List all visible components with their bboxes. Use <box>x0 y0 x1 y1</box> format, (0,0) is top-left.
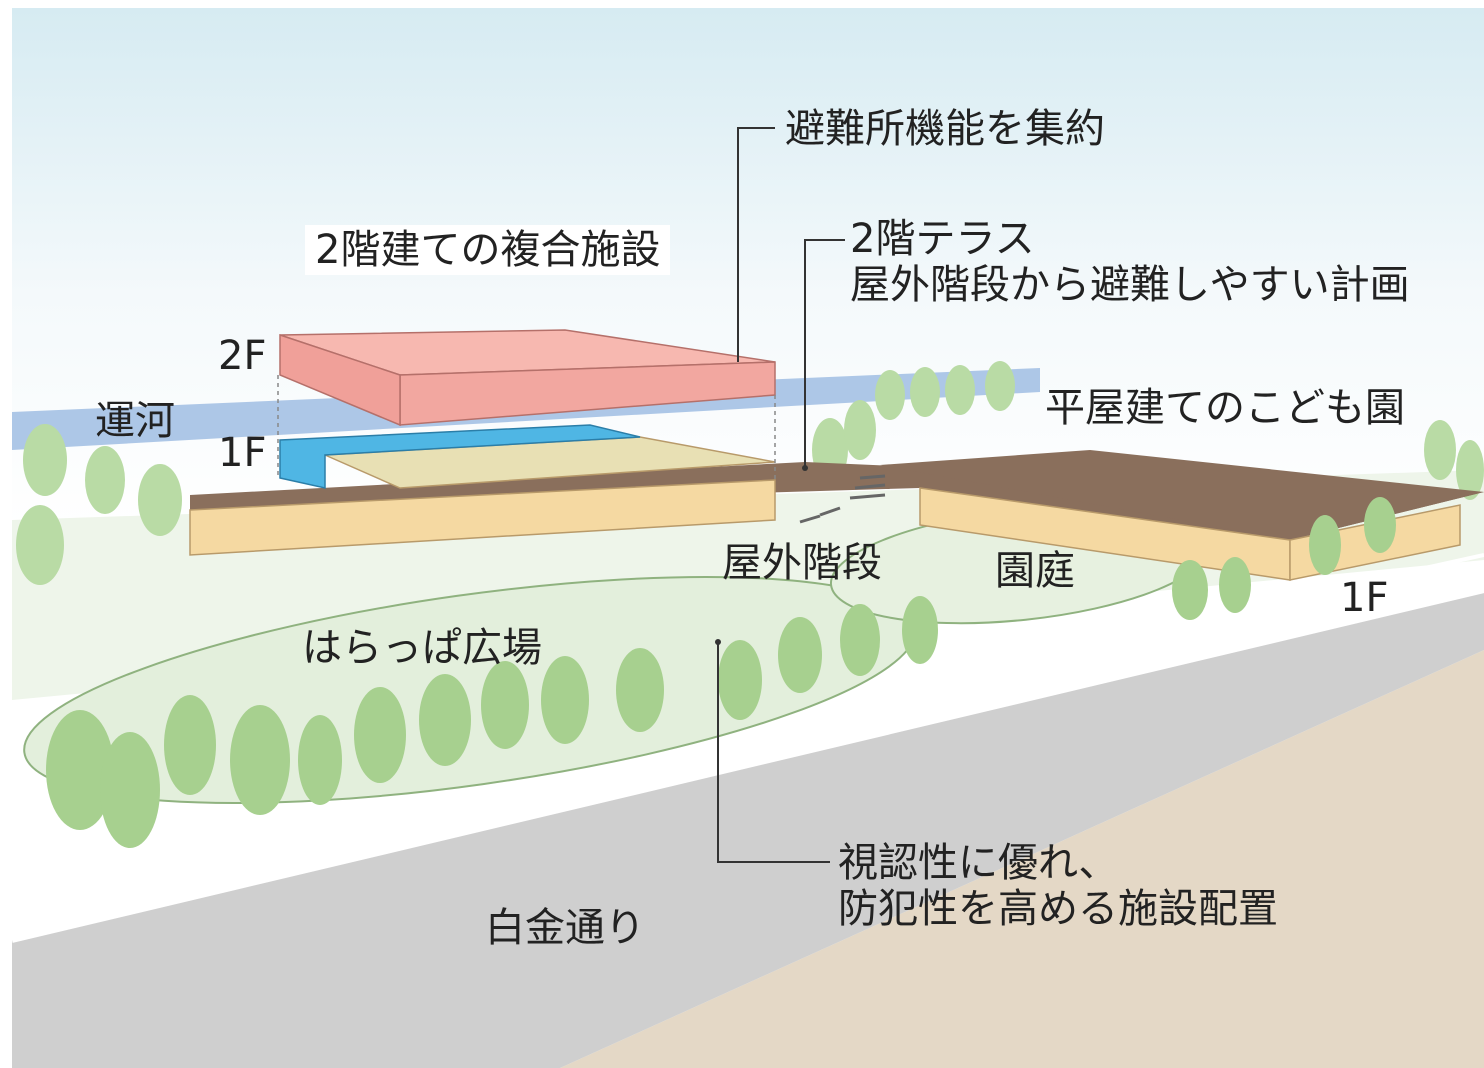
complex-1f-blue <box>279 424 641 489</box>
label-nursery: 平屋建てのこども園 <box>1045 385 1405 431</box>
label-terrace-line2: 屋外階段から避難しやすい計画 <box>850 262 1410 308</box>
label-visibility-line2: 防犯性を高める施設配置 <box>838 886 1278 932</box>
outdoor-stairs-graphic <box>799 474 886 524</box>
street-road <box>12 590 1484 1068</box>
leader-shelter <box>737 127 775 362</box>
leader-visibility <box>717 642 830 863</box>
leader-dot-visibility <box>715 639 721 645</box>
tree-row-front <box>46 497 1396 848</box>
label-shelter-function: 避難所機能を集約 <box>785 106 1105 152</box>
label-open-plaza: はらっぱ広場 <box>302 625 542 671</box>
label-garden: 園庭 <box>995 548 1075 594</box>
label-street: 白金通り <box>485 905 645 951</box>
leader-dot-terrace <box>802 465 808 471</box>
leader-terrace <box>804 239 845 470</box>
leader-lines <box>717 127 845 863</box>
tree-row-back <box>16 361 1484 585</box>
label-floor-2f: 2F <box>218 333 267 379</box>
label-floor-1f-right: 1F <box>1340 575 1389 621</box>
sky-background <box>12 8 1484 528</box>
label-terrace: 2階テラス 屋外階段から避難しやすい計画 <box>850 216 1410 308</box>
label-canal: 運河 <box>95 398 175 444</box>
complex-2f-side <box>279 333 401 427</box>
label-complex-facility: 2階建ての複合施設 <box>305 225 671 275</box>
label-visibility: 視認性に優れ、 防犯性を高める施設配置 <box>838 840 1278 932</box>
label-floor-1f-left: 1F <box>218 430 267 476</box>
label-visibility-line1: 視認性に優れ、 <box>838 840 1119 886</box>
label-terrace-line1: 2階テラス <box>850 216 1035 262</box>
complex-1f-beige-front <box>189 479 776 556</box>
road-edge-line <box>11 587 1484 943</box>
nursery-roof <box>880 450 1484 540</box>
label-outdoor-stairs: 屋外階段 <box>722 540 882 586</box>
